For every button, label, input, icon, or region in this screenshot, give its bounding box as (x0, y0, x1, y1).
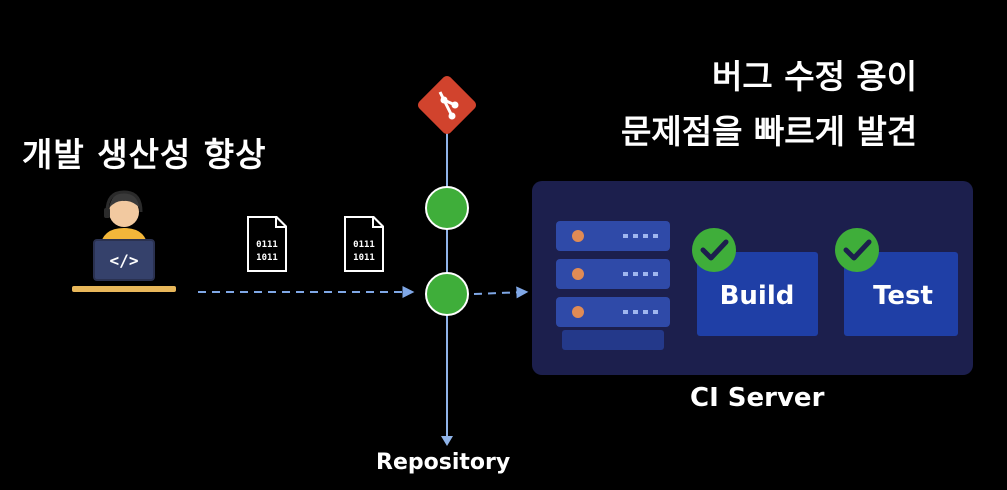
test-stage-label: Test (873, 281, 933, 311)
binary-file-icon: 0111 1011 (344, 216, 384, 272)
svg-text:</>: </> (110, 251, 139, 270)
binary-file-icon: 0111 1011 (247, 216, 287, 272)
server-rack-icon (556, 221, 670, 350)
git-logo-icon (417, 75, 477, 135)
build-stage-box (697, 252, 818, 336)
check-icon (835, 228, 879, 272)
productivity-heading: 개발 생산성 향상 (22, 135, 267, 174)
check-icon (692, 228, 736, 272)
test-stage-box (844, 252, 958, 336)
build-stage-label: Build (720, 281, 795, 311)
trigger-arrow (473, 286, 529, 299)
repository-label: Repository (376, 450, 511, 475)
timeline-arrowhead (441, 436, 453, 446)
ci-server-label: CI Server (690, 383, 825, 413)
commit-node (425, 272, 469, 316)
developer-laptop-icon: </> (72, 190, 176, 292)
commit-node (425, 186, 469, 230)
svg-text:0111: 0111 (256, 240, 278, 250)
svg-text:1011: 1011 (256, 253, 278, 263)
svg-text:1011: 1011 (353, 253, 375, 263)
svg-text:0111: 0111 (353, 240, 375, 250)
